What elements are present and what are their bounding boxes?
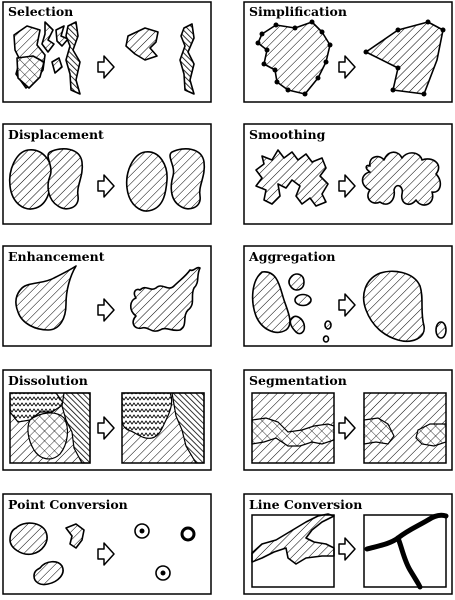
transform-arrow-icon bbox=[97, 298, 115, 322]
after-shapes bbox=[125, 148, 206, 212]
panel-frame bbox=[243, 123, 453, 225]
transform-arrow-icon bbox=[97, 416, 115, 440]
panel-title: Selection bbox=[8, 4, 73, 19]
transform-arrow-icon bbox=[97, 542, 115, 566]
transform-arrow-icon bbox=[338, 174, 356, 198]
before-shape bbox=[15, 265, 77, 331]
before-shapes bbox=[251, 271, 332, 343]
panel-frame bbox=[2, 493, 212, 595]
before-shapes bbox=[13, 21, 81, 95]
panel-title: Line Conversion bbox=[249, 497, 362, 512]
before-shape bbox=[255, 19, 333, 97]
after-shape bbox=[363, 19, 446, 97]
panel-frame bbox=[2, 123, 212, 225]
panel-frame bbox=[243, 245, 453, 347]
after-shape bbox=[361, 151, 442, 206]
panel-point-conversion: Point Conversion bbox=[2, 493, 212, 595]
before-shapes bbox=[8, 148, 84, 210]
panel-frame bbox=[243, 369, 453, 471]
panel-aggregation: Aggregation bbox=[243, 245, 453, 347]
panel-segmentation: Segmentation bbox=[243, 369, 453, 471]
panel-frame bbox=[2, 245, 212, 347]
panel-displacement: Displacement bbox=[2, 123, 212, 225]
panel-line-conversion: Line Conversion bbox=[243, 493, 453, 595]
before-map bbox=[251, 392, 335, 464]
panel-title: Aggregation bbox=[248, 249, 336, 264]
panel-title: Segmentation bbox=[249, 373, 347, 388]
panel-title: Dissolution bbox=[8, 373, 88, 388]
transform-arrow-icon bbox=[338, 55, 356, 79]
panel-frame bbox=[243, 1, 453, 103]
after-shape bbox=[129, 266, 201, 332]
transform-arrow-icon bbox=[338, 537, 356, 561]
panel-title: Point Conversion bbox=[8, 497, 128, 512]
transform-arrow-icon bbox=[338, 293, 356, 317]
point-symbol-icons bbox=[134, 523, 196, 581]
panel-selection: Selection bbox=[2, 1, 212, 103]
panel-title: Displacement bbox=[8, 127, 104, 142]
before-map bbox=[9, 392, 91, 464]
panel-frame bbox=[2, 369, 212, 471]
transform-arrow-icon bbox=[338, 416, 356, 440]
panel-title: Smoothing bbox=[249, 127, 326, 142]
panel-smoothing: Smoothing bbox=[243, 123, 453, 225]
panel-title: Simplification bbox=[249, 4, 347, 19]
panel-enhancement: Enhancement bbox=[2, 245, 212, 347]
before-shapes bbox=[9, 522, 85, 586]
panel-frame bbox=[243, 493, 453, 595]
transform-arrow-icon bbox=[97, 55, 115, 79]
after-map bbox=[121, 392, 205, 464]
transform-arrow-icon bbox=[97, 174, 115, 198]
panel-frame bbox=[2, 1, 212, 103]
after-shapes bbox=[362, 270, 447, 342]
panel-title: Enhancement bbox=[8, 249, 105, 264]
after-map bbox=[363, 392, 447, 464]
before-shape bbox=[255, 149, 329, 207]
after-map bbox=[363, 512, 449, 590]
after-shapes bbox=[125, 23, 195, 95]
before-map bbox=[251, 513, 335, 588]
panel-dissolution: Dissolution bbox=[2, 369, 212, 471]
panel-simplification: Simplification bbox=[243, 1, 453, 103]
